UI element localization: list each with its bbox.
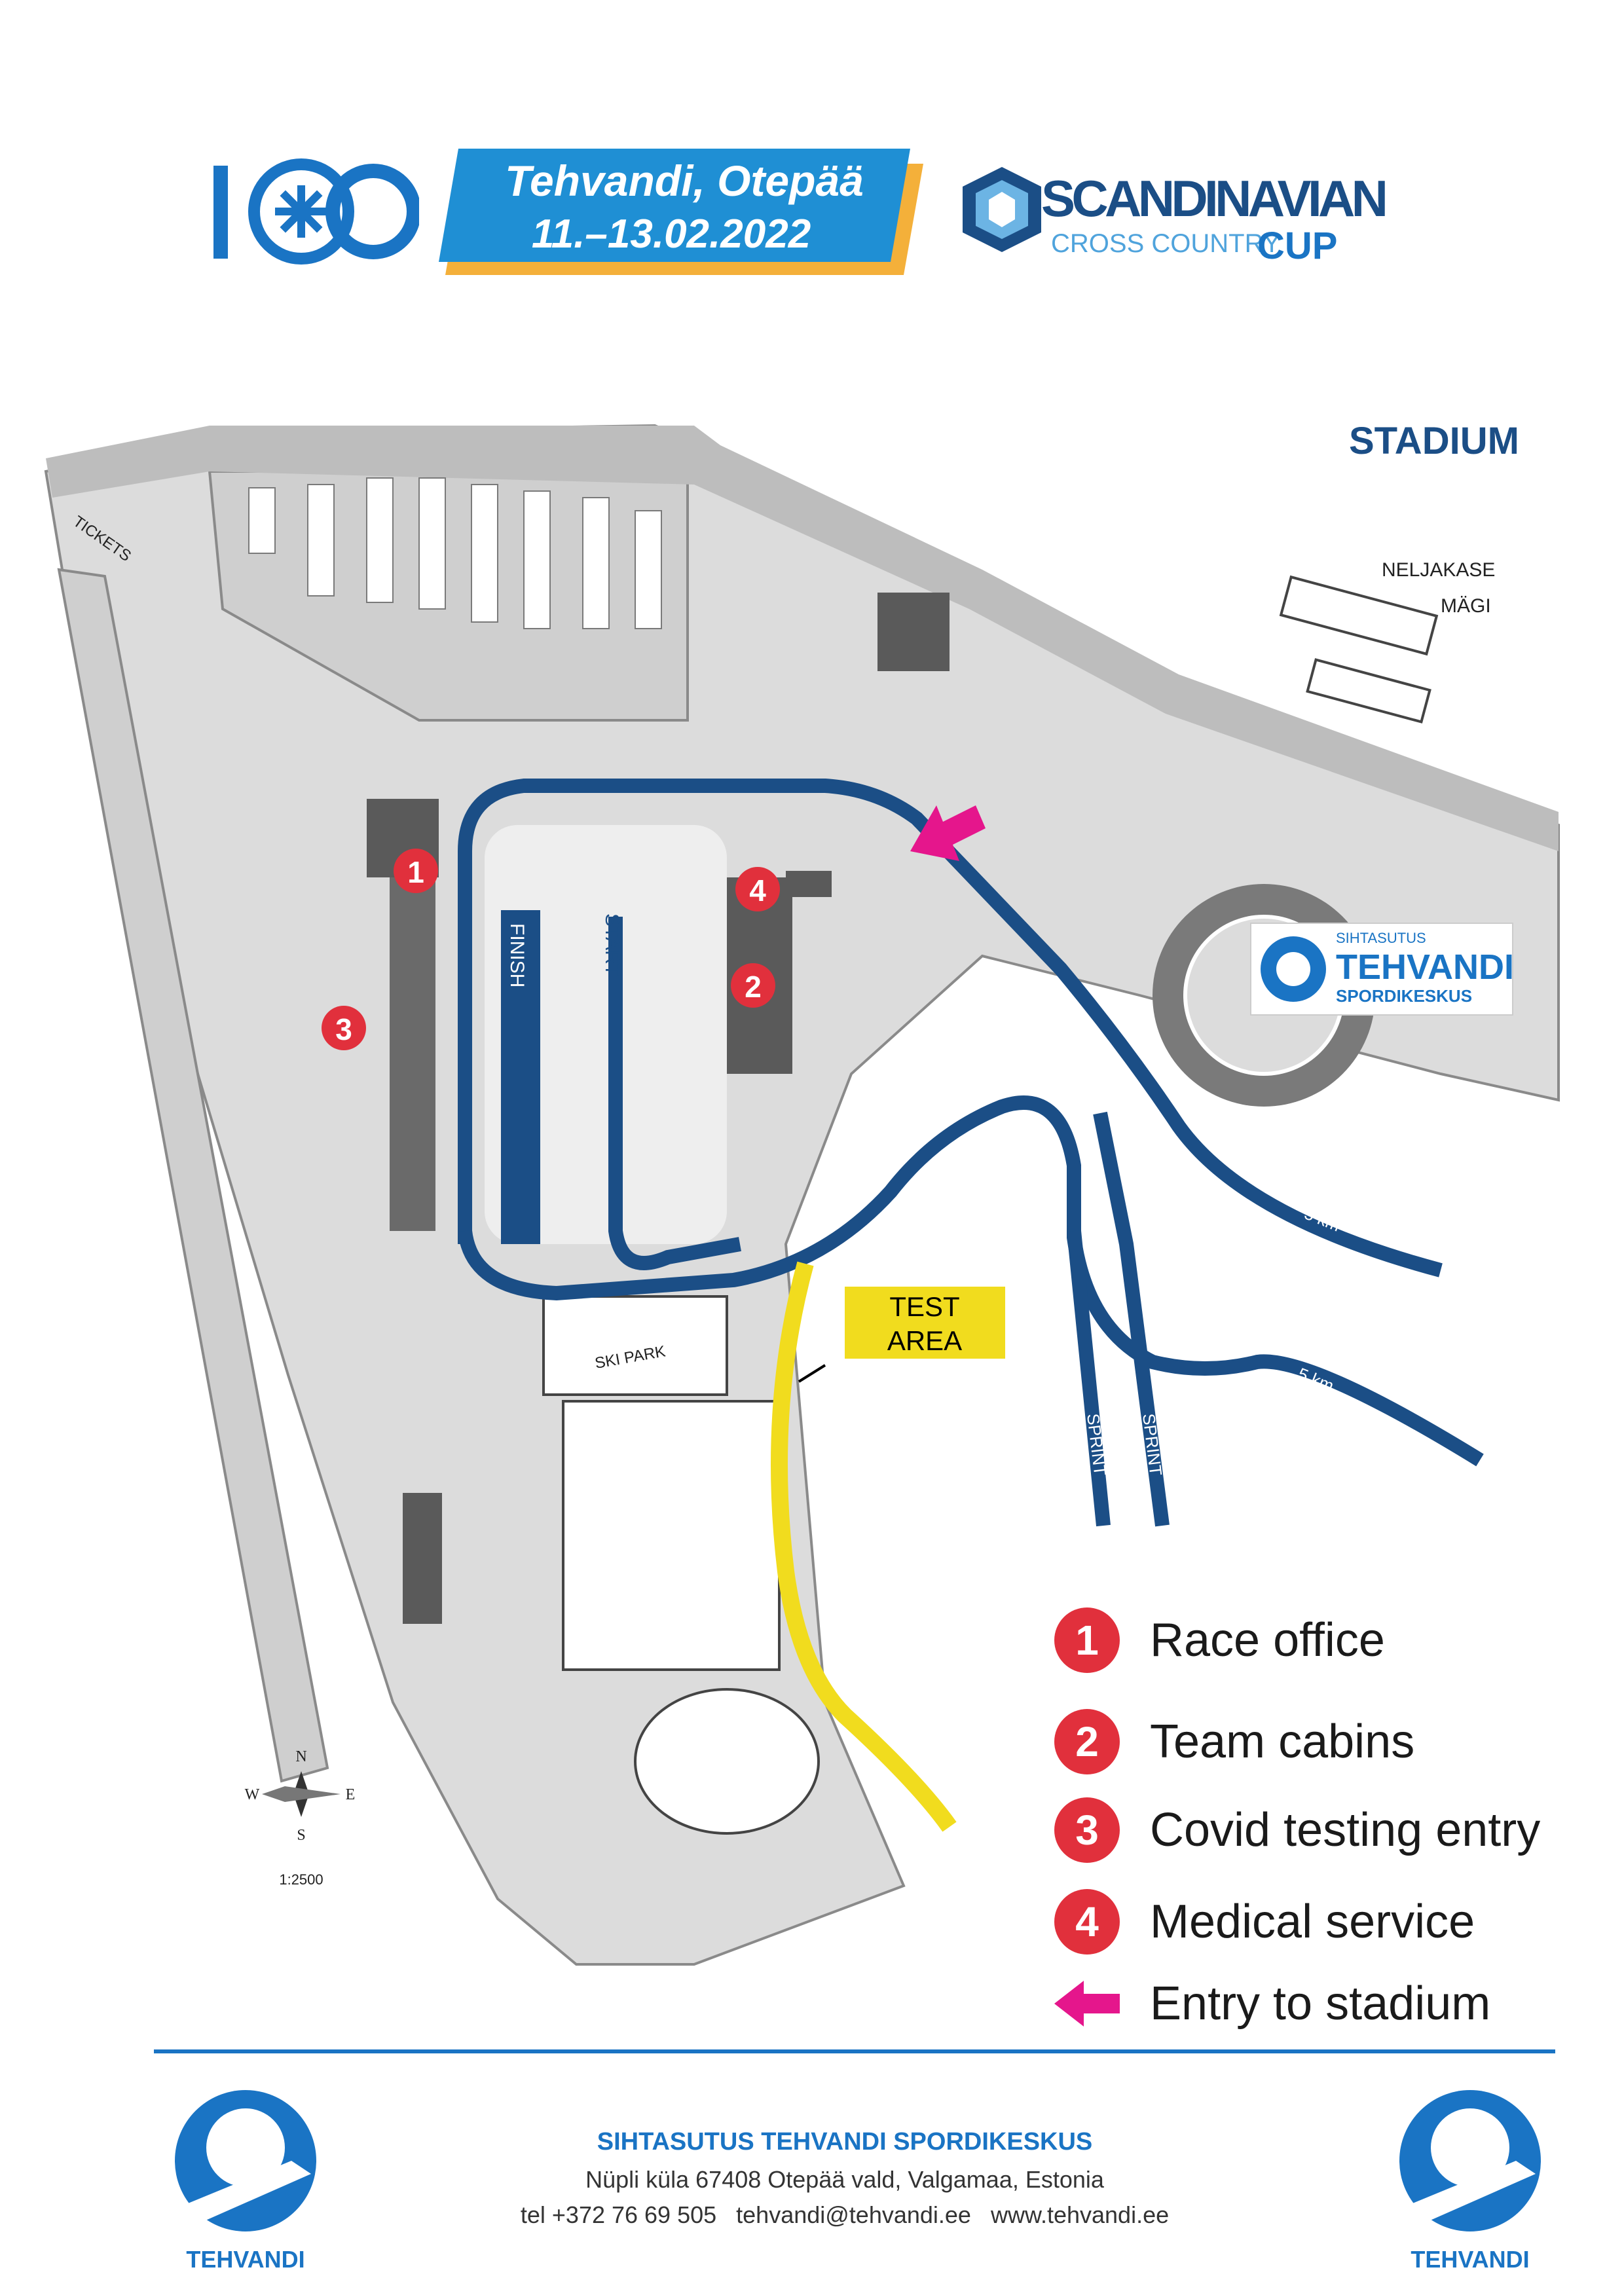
ski-tracks (458, 779, 1484, 1527)
stadium-infield (485, 825, 727, 1244)
running-track (634, 1688, 820, 1835)
track-sprint-a (1067, 1230, 1111, 1527)
compass-s: S (297, 1827, 305, 1844)
scandinavian-cup-logo: SCANDINAVIAN CROSS COUNTRY CUP (963, 167, 1388, 267)
test-area-box (845, 1287, 1005, 1359)
anniversary-logo (213, 158, 419, 265)
anniversary-digit-zero (325, 164, 419, 259)
footer-brand-left: TEHVANDI (186, 2246, 305, 2273)
track-5km-label-b: 5 km (1295, 1364, 1337, 1396)
west-road (57, 568, 329, 1783)
footer-divider (154, 2049, 1555, 2053)
north-road (46, 426, 1559, 851)
marker-1-number: 1 (407, 855, 424, 889)
legend-badge-1: 1 (1054, 1607, 1120, 1673)
sprint-label-a: SPRINT (1083, 1412, 1110, 1477)
hill-label-2: MÄGI (1441, 595, 1491, 617)
finish-label: FINISH (506, 923, 528, 987)
footer-brand-right: TEHVANDI (1411, 2246, 1530, 2273)
compass-e: E (346, 1786, 356, 1803)
legend-label-race-office: Race office (1150, 1614, 1385, 1666)
parking-grid (248, 477, 662, 629)
legend-item-team-cabins: 2 Team cabins (1054, 1706, 1414, 1778)
legend-item-entry: Entry to stadium (1054, 1968, 1490, 2040)
hill-stairs-1 (1279, 575, 1439, 656)
marker-3 (322, 1006, 366, 1050)
marker-4 (735, 867, 780, 911)
marker-2-number: 2 (745, 970, 762, 1004)
marker-3-number: 3 (335, 1012, 352, 1046)
footer-logo-left (175, 2090, 316, 2231)
legend-label-medical: Medical service (1150, 1896, 1475, 1948)
legend-badge-3: 3 (1054, 1797, 1120, 1863)
building-medical (786, 871, 832, 897)
legend-badge-4: 4 (1054, 1889, 1120, 1955)
indoor-hall (562, 1400, 781, 1671)
footer-org: SIHTASUTUS TEHVANDI SPORDIKESKUS (597, 2128, 1093, 2156)
building-north (877, 593, 950, 671)
white-structures (542, 575, 1439, 1835)
building-south (403, 1493, 442, 1624)
compass-icon: N S W E (245, 1748, 356, 1844)
test-area-pointer (798, 1364, 826, 1383)
marker-1 (394, 849, 438, 893)
test-area-label-2: AREA (887, 1325, 962, 1356)
footer-logo-right (1399, 2090, 1541, 2231)
sprint-label-b: SPRINT (1139, 1412, 1166, 1477)
legend-badge-2: 2 (1054, 1709, 1120, 1774)
track-start-lane (608, 917, 741, 1270)
tehvandi-sign: SIHTASUTUS TEHVANDI SPORDIKESKUS (1250, 923, 1514, 1016)
snowflake-icon (275, 185, 327, 238)
event-dates: 11.–13.02.2022 (531, 211, 811, 257)
test-area-label-1: TEST (889, 1291, 959, 1322)
hill-label-1: NELJAKASE (1382, 559, 1495, 581)
tehvandi-sign-top: SIHTASUTUS (1336, 930, 1426, 946)
event-banner-box (439, 149, 910, 262)
marker-4-number: 4 (749, 873, 766, 908)
legend-label-entry: Entry to stadium (1150, 1977, 1491, 2030)
footer-address: Nüpli küla 67408 Otepää vald, Valgamaa, … (585, 2166, 1104, 2193)
legend-item-covid-testing: 3 Covid testing entry (1054, 1794, 1540, 1866)
entry-arrow-icon (910, 805, 986, 861)
test-area-path (771, 1261, 957, 1832)
start-label: START (601, 913, 623, 976)
legend-label-covid-testing: Covid testing entry (1150, 1804, 1541, 1856)
compass-n: N (295, 1748, 306, 1765)
building-grandstand (390, 877, 435, 1231)
event-location: Tehvandi, Otepää (505, 156, 864, 205)
map-title: STADIUM (1349, 420, 1519, 462)
track-outer-north (458, 1095, 1484, 1467)
legend-label-team-cabins: Team cabins (1150, 1716, 1415, 1768)
tehvandi-sign-sub: SPORDIKESKUS (1336, 986, 1472, 1006)
legend-item-race-office: 1 Race office (1054, 1604, 1385, 1676)
hill-stairs-2 (1306, 658, 1431, 724)
cup-emblem-icon (963, 167, 1041, 252)
snowflake-ring (248, 158, 354, 265)
cup-name-cup: CUP (1257, 225, 1337, 267)
legend-entry-arrow-icon (1054, 1981, 1120, 2027)
cup-name-main: SCANDINAVIAN (1041, 170, 1388, 227)
footer-contact: tel +372 76 69 505 tehvandi@tehvandi.ee … (520, 2201, 1170, 2228)
ski-park-building (542, 1295, 728, 1396)
tehvandi-sign-main: TEHVANDI (1336, 947, 1514, 987)
track-stadium-loop (458, 779, 1443, 1277)
compass-w: W (245, 1786, 260, 1803)
scale-label: 1:2500 (279, 1871, 323, 1888)
marker-2 (731, 963, 775, 1008)
map-markers: 1 2 3 4 (322, 849, 780, 1050)
legend-item-medical: 4 Medical service (1054, 1886, 1475, 1958)
cup-name-sub: CROSS COUNTRY (1051, 229, 1280, 258)
event-banner (439, 149, 923, 275)
finish-lane (501, 910, 540, 1244)
track-sprint-b (1093, 1111, 1170, 1527)
anniversary-digit-one (213, 166, 228, 259)
